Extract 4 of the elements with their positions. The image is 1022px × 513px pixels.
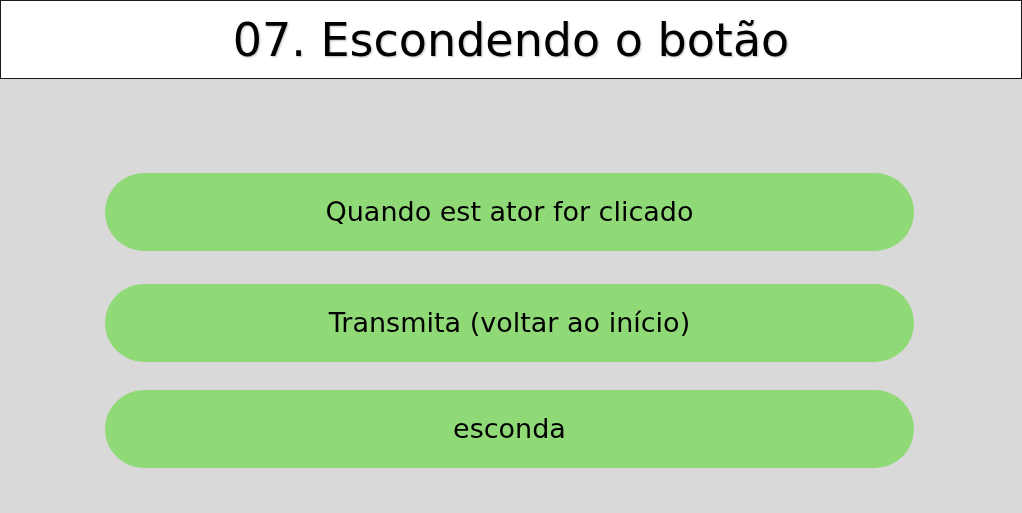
block-label: esconda [453,412,566,446]
block-label: Transmita (voltar ao início) [328,306,691,340]
title: 07. Escondendo o botão [232,16,790,63]
block-label: Quando est ator for clicado [325,195,694,229]
